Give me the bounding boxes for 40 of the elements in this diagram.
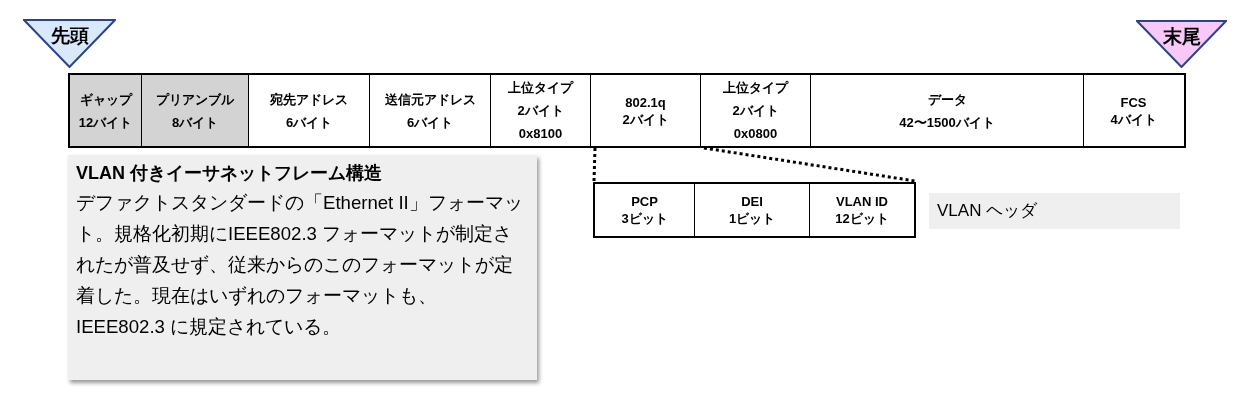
field-label: 6バイト: [285, 113, 333, 132]
field-label: 2バイト: [517, 102, 564, 120]
field-cell: [70, 75, 142, 146]
field-label: FCS: [1120, 93, 1147, 111]
field-label: 上位タイプ: [723, 79, 788, 97]
field-label: 12バイト: [78, 113, 133, 132]
field-label: 42〜1500バイト: [899, 113, 995, 132]
note-text: デファクトスタンダードの「Ethernet II」フォーマット。規格化初期にIEEE802.3 フォーマットが制定されたが普及せず、従来からのこのフォーマットが定着した。現在はいずれのフォーマットも、IEEE802.3 に規定されている。: [76, 191, 524, 339]
field-label: VLAN ID: [836, 193, 888, 210]
field-label: 4バイト: [1110, 110, 1157, 128]
marker-triangle: [23, 19, 116, 68]
field-label: 6バイト: [406, 113, 454, 132]
field-label: 3ビット: [621, 210, 668, 227]
field-label: プリアンブル: [156, 90, 234, 109]
field-cell: [142, 75, 249, 146]
marker-triangle: [1136, 20, 1227, 68]
field-label: 宛先アドレス: [270, 90, 348, 109]
field-label: 8バイト: [171, 113, 219, 132]
field-label: 1ビット: [728, 210, 776, 227]
field-label: 0x8100: [518, 125, 563, 143]
field-label: 送信元アドレス: [384, 90, 476, 109]
note-box: [68, 155, 537, 380]
field-label: 2バイト: [622, 110, 669, 128]
frame-box: [593, 182, 916, 238]
note-heading: VLAN 付きイーサネットフレーム構造: [76, 162, 383, 185]
field-label: データ: [927, 90, 967, 109]
field-label: DEI: [741, 193, 763, 210]
field-label: ギャップ: [79, 90, 132, 109]
field-label: 上位タイプ: [508, 79, 573, 97]
field-label: PCP: [631, 193, 658, 210]
field-label: 12ビット: [835, 210, 889, 227]
marker-label: 末尾: [1162, 25, 1201, 49]
dotted-line: [592, 147, 597, 182]
field-label: 802.1q: [625, 93, 666, 111]
field-label: 0x0800: [733, 125, 778, 143]
header-label: VLAN ヘッダ: [929, 193, 1180, 229]
marker-label: 先頭: [50, 24, 89, 48]
field-label: 2バイト: [732, 102, 779, 120]
frame-box: [68, 73, 1186, 148]
dotted-line: [703, 146, 916, 183]
